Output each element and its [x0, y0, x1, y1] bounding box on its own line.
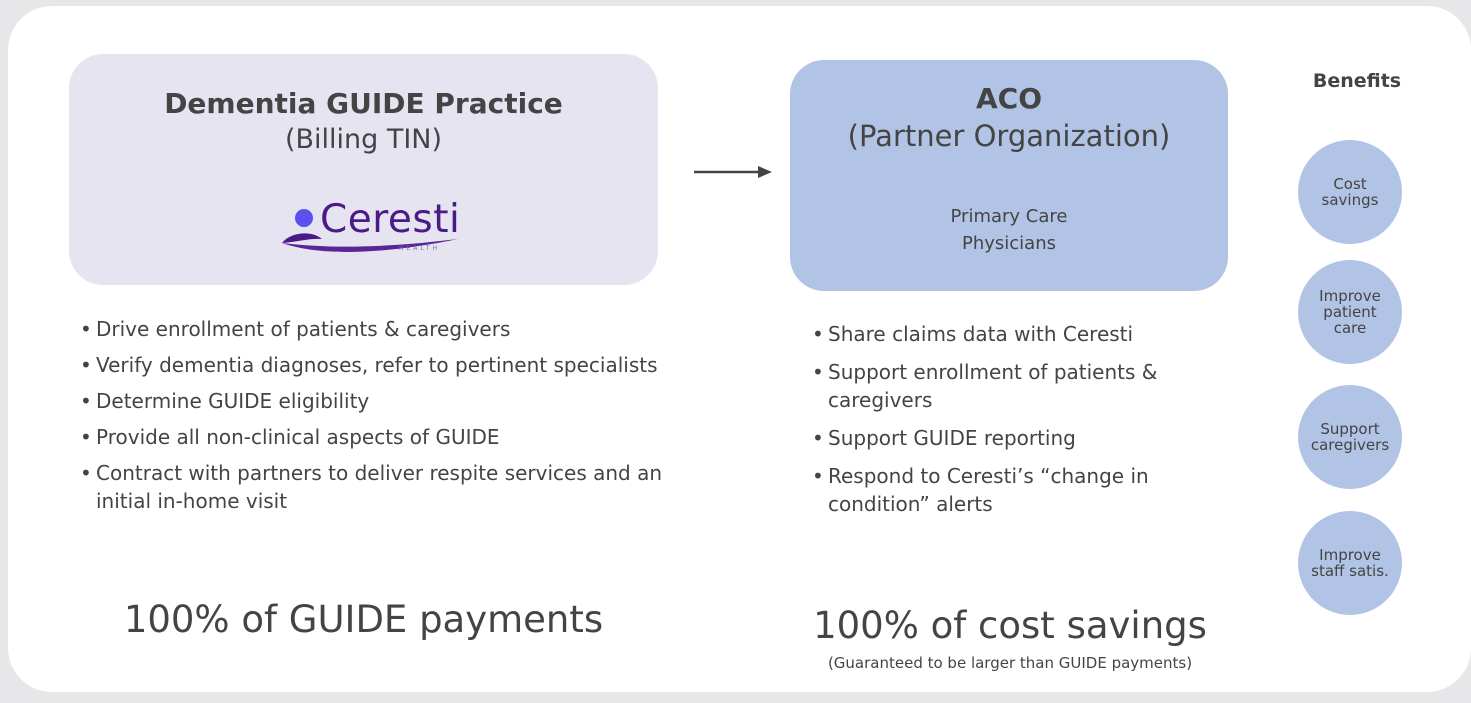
guide-practice-subtitle: (Billing TIN) [284, 124, 443, 155]
guide-payment-share: 100% of GUIDE payments [123, 598, 604, 641]
benefit-label: Cost savings [1321, 175, 1379, 209]
benefit-staff-satisfaction: Improve staff satis. [1298, 511, 1402, 615]
list-item: Provide all non-clinical aspects of GUID… [80, 423, 720, 451]
guide-practice-responsibilities: Drive enrollment of patients & caregiver… [80, 315, 720, 523]
logo-swoosh-tail-icon [282, 239, 458, 252]
list-item: Contract with partners to deliver respit… [80, 459, 720, 515]
list-item: Determine GUIDE eligibility [80, 387, 720, 415]
list-item: Drive enrollment of patients & caregiver… [80, 315, 720, 343]
logo-dot-icon [295, 209, 313, 227]
logo-swoosh-icon [282, 233, 322, 243]
list-item: Support GUIDE reporting [812, 424, 1232, 452]
list-item: Support enrollment of patients & caregiv… [812, 358, 1232, 414]
benefit-label: Support caregivers [1310, 420, 1390, 454]
benefit-cost-savings: Cost savings [1298, 140, 1402, 244]
cost-savings-note: (Guaranteed to be larger than GUIDE paym… [827, 654, 1193, 672]
cost-savings-share: 100% of cost savings [813, 604, 1207, 647]
logo-wordmark: Ceresti [320, 197, 461, 242]
benefit-label: Improve patient care [1319, 287, 1381, 337]
aco-subtitle: (Partner Organization) [847, 119, 1171, 153]
benefit-patient-care: Improve patient care [1298, 260, 1402, 364]
list-item: Verify dementia diagnoses, refer to pert… [80, 351, 720, 379]
aco-box [790, 60, 1228, 291]
ceresti-logo [282, 209, 458, 252]
list-item: Respond to Ceresti’s “change in conditio… [812, 462, 1232, 518]
right-arrow-icon [694, 166, 772, 178]
list-item: Share claims data with Ceresti [812, 320, 1232, 348]
aco-title: ACO [975, 82, 1043, 115]
aco-responsibilities: Share claims data with Ceresti Support e… [812, 320, 1232, 528]
benefit-caregivers: Support caregivers [1298, 385, 1402, 489]
logo-subtext: HEALTH [399, 245, 441, 252]
aco-note: Primary Care Physicians [950, 206, 1068, 254]
benefits-title: Benefits [1312, 70, 1402, 92]
guide-practice-title: Dementia GUIDE Practice [164, 87, 563, 120]
benefit-label: Improve staff satis. [1311, 546, 1389, 580]
